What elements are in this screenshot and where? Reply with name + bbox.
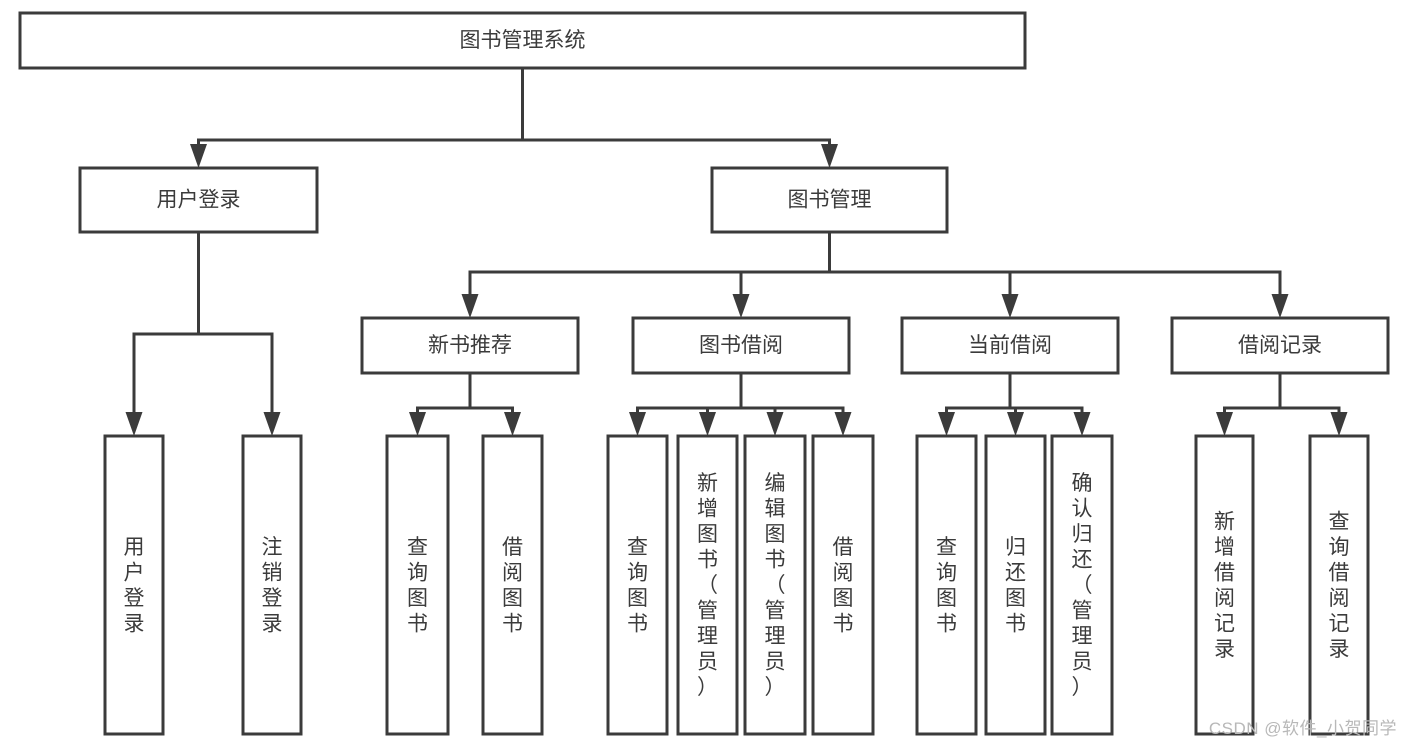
node-box xyxy=(606,434,669,736)
node-leaf-borrow-lend[interactable]: 借阅图书 xyxy=(811,434,875,736)
node-box xyxy=(241,434,303,736)
node-box xyxy=(78,166,319,234)
node-box xyxy=(1170,316,1390,375)
connector-arrowhead xyxy=(1073,412,1091,436)
node-box xyxy=(900,316,1120,375)
node-borrow-record[interactable]: 借阅记录 xyxy=(1170,316,1390,375)
node-label: 查询图书 xyxy=(936,536,957,636)
node-label: 图书管理系统 xyxy=(460,29,586,52)
node-box xyxy=(103,434,165,736)
node-leaf-rec-search[interactable]: 查询借阅记录 xyxy=(1308,434,1370,736)
node-label: 图书管理 xyxy=(788,189,872,212)
node-box xyxy=(360,316,580,375)
connector-arrowhead xyxy=(1007,412,1024,436)
node-label: 编辑图书（管理员） xyxy=(765,472,786,699)
node-label: 归还图书 xyxy=(1005,536,1026,636)
connector-arrowhead xyxy=(504,412,521,436)
node-box xyxy=(676,434,739,736)
node-box xyxy=(710,166,949,234)
node-label: 查询借阅记录 xyxy=(1329,510,1350,661)
node-layer: 图书管理系统用户登录图书管理新书推荐图书借阅当前借阅借阅记录用户登录注销登录查询… xyxy=(18,11,1390,736)
node-label: 新增图书（管理员） xyxy=(697,472,718,699)
connector-arrowhead xyxy=(1271,294,1289,318)
connector-arrowhead xyxy=(1001,294,1019,318)
node-leaf-cur-query[interactable]: 查询图书 xyxy=(915,434,978,736)
connector-arrowhead xyxy=(125,412,143,436)
node-label: 借阅记录 xyxy=(1238,334,1322,357)
node-label: 图书借阅 xyxy=(699,334,783,357)
node-leaf-cur-confirm[interactable]: 确认归还（管理员） xyxy=(1050,434,1114,736)
node-label: 查询图书 xyxy=(627,536,648,636)
node-leaf-borrow-edit[interactable]: 编辑图书（管理员） xyxy=(743,434,807,736)
node-leaf-cur-return[interactable]: 归还图书 xyxy=(984,434,1047,736)
node-box xyxy=(1308,434,1370,736)
node-box xyxy=(631,316,851,375)
connector-layer xyxy=(125,66,1348,436)
connector-arrowhead xyxy=(732,294,750,318)
node-box xyxy=(984,434,1047,736)
node-leaf-borrow-add[interactable]: 新增图书（管理员） xyxy=(676,434,739,736)
connector-arrowhead xyxy=(766,412,784,436)
node-leaf-borrow-query[interactable]: 查询图书 xyxy=(606,434,669,736)
node-label: 查询图书 xyxy=(407,536,428,636)
node-user-login[interactable]: 用户登录 xyxy=(78,166,319,234)
node-book-borrow[interactable]: 图书借阅 xyxy=(631,316,851,375)
connector-arrowhead xyxy=(1330,412,1348,436)
connector-arrowhead xyxy=(263,412,281,436)
node-root[interactable]: 图书管理系统 xyxy=(18,11,1027,70)
csdn-watermark: CSDN @软件_小贺同学 xyxy=(1208,719,1397,738)
node-leaf-rec-query[interactable]: 查询图书 xyxy=(385,434,450,736)
node-label: 用户登录 xyxy=(124,536,145,636)
node-label: 确认归还（管理员） xyxy=(1072,472,1093,699)
node-leaf-user-logout[interactable]: 注销登录 xyxy=(241,434,303,736)
node-label: 注销登录 xyxy=(262,536,283,636)
node-label: 新增借阅记录 xyxy=(1214,510,1235,661)
node-leaf-user-login[interactable]: 用户登录 xyxy=(103,434,165,736)
connector-arrowhead xyxy=(821,144,838,168)
node-box xyxy=(915,434,978,736)
connector-arrowhead xyxy=(461,294,479,318)
node-label: 用户登录 xyxy=(157,189,241,212)
node-box xyxy=(1050,434,1114,736)
node-box xyxy=(743,434,807,736)
node-label: 当前借阅 xyxy=(968,334,1052,357)
connector-arrowhead xyxy=(409,412,426,436)
node-box xyxy=(385,434,450,736)
node-current-borrow[interactable]: 当前借阅 xyxy=(900,316,1120,375)
node-leaf-rec-add[interactable]: 新增借阅记录 xyxy=(1194,434,1255,736)
node-box xyxy=(18,11,1027,70)
connector-arrowhead xyxy=(1216,412,1233,436)
node-book-manage[interactable]: 图书管理 xyxy=(710,166,949,234)
node-label: 借阅图书 xyxy=(833,536,854,636)
node-box xyxy=(481,434,544,736)
node-box xyxy=(811,434,875,736)
connector-arrowhead xyxy=(190,144,207,168)
node-label: 新书推荐 xyxy=(428,334,512,357)
node-new-book-rec[interactable]: 新书推荐 xyxy=(360,316,580,375)
connector-arrowhead xyxy=(699,412,716,436)
connector-arrowhead xyxy=(834,412,852,436)
node-label: 借阅图书 xyxy=(502,536,523,636)
node-leaf-rec-borrow[interactable]: 借阅图书 xyxy=(481,434,544,736)
node-box xyxy=(1194,434,1255,736)
connector-arrowhead xyxy=(629,412,646,436)
connector-arrowhead xyxy=(938,412,955,436)
